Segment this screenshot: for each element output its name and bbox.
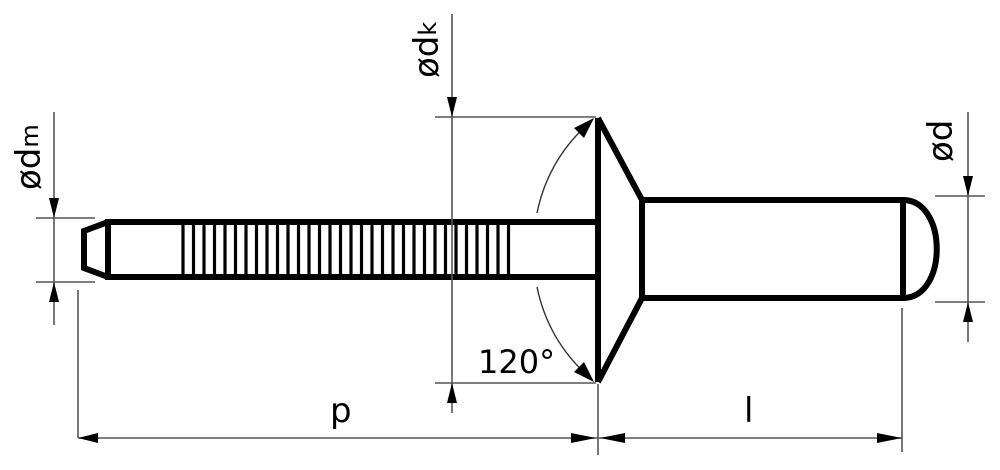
mandrel [81, 219, 598, 280]
arrow-up-icon [963, 302, 973, 322]
dimension-p: p [78, 384, 599, 455]
arrow-up-icon [447, 383, 457, 403]
arrow-up-icon [49, 282, 59, 302]
dimension-angle: 120° [478, 118, 594, 382]
arrow-left-icon [600, 433, 625, 443]
mandrel-tip [81, 219, 110, 280]
label-d: ød [921, 120, 961, 162]
arrow-right-icon [877, 433, 902, 443]
label-dm: ødm [9, 124, 49, 190]
dimension-d: ød [901, 112, 985, 452]
dimension-dk: ødk [407, 14, 596, 413]
rivet-body [639, 197, 940, 301]
arrow-icon [574, 118, 594, 138]
head-cone [595, 116, 645, 384]
arrow-down-icon [963, 176, 973, 196]
rounded-end [902, 197, 940, 301]
countersunk-head [595, 116, 645, 384]
label-angle: 120° [478, 343, 555, 381]
arrow-down-icon [447, 97, 457, 117]
arrow-icon [574, 362, 594, 382]
label-l: l [744, 391, 753, 431]
arrow-down-icon [49, 198, 59, 218]
arrow-right-icon [571, 433, 596, 443]
angle-arc-top [536, 123, 589, 214]
dimension-l: l [598, 391, 902, 443]
mandrel-grooves [181, 224, 511, 275]
label-p: p [330, 391, 352, 431]
label-dk: ødk [407, 22, 447, 78]
arrow-left-icon [78, 433, 98, 443]
dimension-dm: ødm [9, 112, 95, 438]
